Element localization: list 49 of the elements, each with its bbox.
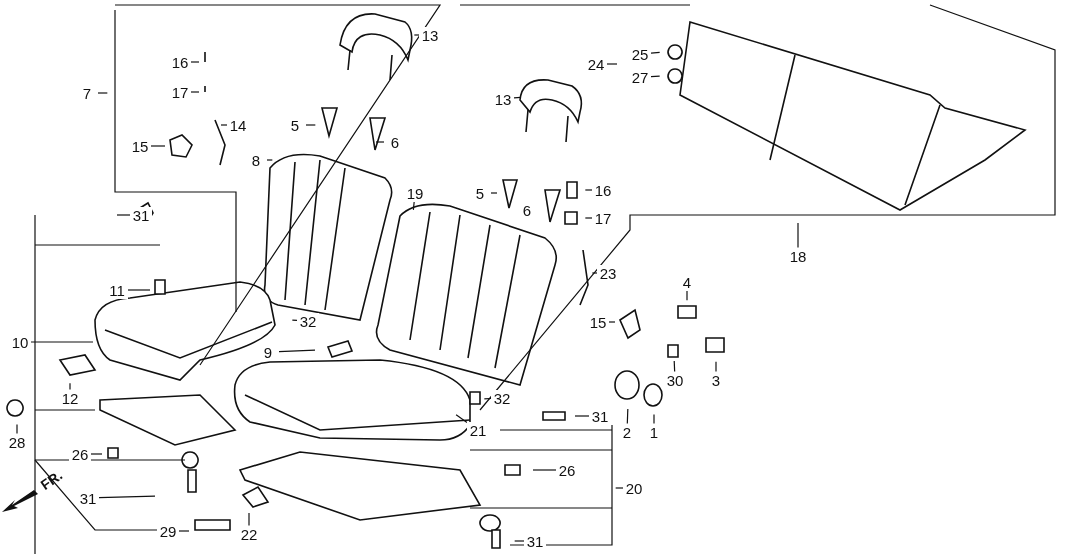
leader-line [513,96,522,99]
callout-number: 31 [130,206,152,224]
leader-line [98,495,156,499]
leader-line [591,272,598,274]
leader-line [715,361,717,373]
leader-line [412,200,415,211]
leader-line [608,321,616,323]
callout-number: 21 [467,421,489,439]
leader-line [673,360,676,373]
leader-line [650,75,661,78]
callout-number: 32 [491,389,513,407]
leader-line [490,192,498,194]
leader-line [626,408,629,425]
leader-line [266,159,273,161]
leader-line [574,415,590,417]
leader-line [532,469,557,471]
leader-line [514,540,525,542]
callout-number: 13 [419,26,441,44]
leader-line [455,414,468,423]
leader-line [190,91,200,93]
callout-number: 32 [297,312,319,330]
callout-number: 23 [597,264,619,282]
leader-line [178,530,190,532]
leader-line [413,34,420,36]
leader-line [97,92,108,94]
leader-line [305,124,316,126]
leader-line [291,319,298,321]
leader-line [653,413,655,425]
leader-line [615,487,624,489]
leader-line [116,214,131,216]
leader-line [686,289,688,301]
leader-line [127,289,151,291]
leader-line [150,145,166,147]
leader-line [606,63,618,65]
leader-line [16,423,18,435]
leader-line [220,124,228,126]
leader-line [69,382,71,391]
leader-line [584,189,593,191]
leader-line [278,349,316,353]
leader-line [483,397,492,400]
leader-line [30,341,94,343]
leader-line [375,141,385,143]
leader-line [797,222,799,249]
leader-line [650,51,661,54]
direction-label: FR. [37,467,66,493]
leader-line [248,512,250,527]
leader-line [584,217,593,219]
leader-line [90,453,103,455]
leader-line [190,61,200,63]
